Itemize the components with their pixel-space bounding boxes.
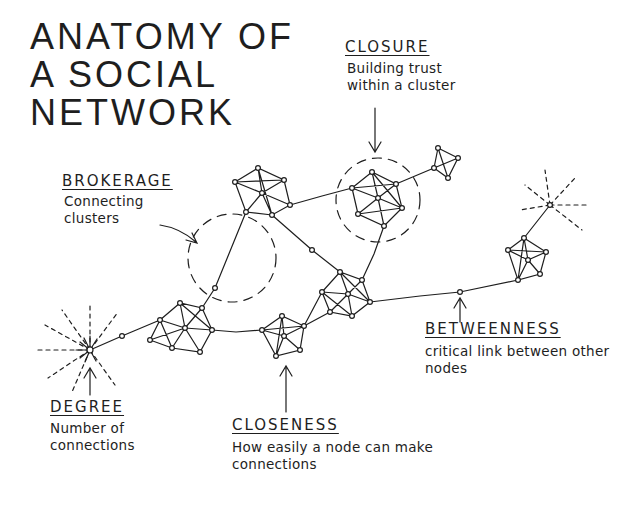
network-node xyxy=(183,326,188,331)
network-node xyxy=(233,180,238,185)
network-node xyxy=(432,166,437,171)
network-node xyxy=(120,334,125,339)
network-node xyxy=(302,324,307,329)
network-node xyxy=(356,212,361,217)
network-node xyxy=(274,354,279,359)
concept-description: Connecting clusters xyxy=(64,193,160,227)
network-node xyxy=(350,314,355,319)
network-node xyxy=(260,328,265,333)
network-node xyxy=(506,248,511,253)
network-node xyxy=(256,166,261,171)
network-node xyxy=(376,196,381,201)
cluster-links xyxy=(322,272,370,316)
cluster-links xyxy=(434,148,458,178)
network-node xyxy=(198,350,203,355)
concept-heading: CLOSENESS xyxy=(232,416,432,435)
network-node xyxy=(544,250,549,255)
concept-heading: BROKERAGE xyxy=(62,172,222,191)
network-node xyxy=(526,258,531,263)
network-node xyxy=(368,300,373,305)
leader-arrow xyxy=(369,108,381,152)
concept-description: critical link between other nodes xyxy=(425,343,620,377)
cluster-links xyxy=(262,316,304,356)
concept-description: How easily a node can make connections xyxy=(232,439,467,473)
network-node xyxy=(456,156,461,161)
cluster-links xyxy=(508,238,546,280)
network-node xyxy=(446,176,451,181)
network-node xyxy=(522,236,527,241)
network-node xyxy=(328,310,333,315)
network-node xyxy=(310,248,315,253)
network-node xyxy=(87,347,93,353)
star-rays xyxy=(520,170,590,230)
closure-ring xyxy=(336,158,420,242)
concept-heading: CLOSURE xyxy=(345,38,505,57)
network-node xyxy=(548,203,553,208)
brokerage-ring xyxy=(188,214,276,302)
network-node xyxy=(394,182,399,187)
network-node xyxy=(158,318,163,323)
concept-description: Number of connections xyxy=(50,420,150,454)
network-node xyxy=(350,186,355,191)
network-node xyxy=(288,203,293,208)
cluster-links xyxy=(352,172,402,226)
network-node xyxy=(538,272,543,277)
network-node xyxy=(282,178,287,183)
network-node xyxy=(516,278,521,283)
degree-rays xyxy=(35,305,118,392)
network-node xyxy=(360,278,365,283)
network-node xyxy=(244,210,249,215)
concept-heading: BETWEENNESS xyxy=(425,320,620,339)
network-node xyxy=(148,338,153,343)
network-node xyxy=(178,301,183,306)
leader-arrow xyxy=(160,225,197,243)
network-node xyxy=(320,290,325,295)
network-node xyxy=(346,292,351,297)
diagram-title: ANATOMY OF A SOCIAL NETWORK xyxy=(30,18,302,131)
network-node xyxy=(382,224,387,229)
network-node xyxy=(200,306,205,311)
network-node xyxy=(213,286,218,291)
leader-arrow xyxy=(280,366,292,412)
concept-heading: DEGREE xyxy=(50,398,190,417)
network-node xyxy=(280,314,285,319)
network-node xyxy=(210,328,215,333)
network-node xyxy=(270,213,275,218)
network-node xyxy=(458,290,463,295)
leader-arrow xyxy=(84,368,96,395)
network-node xyxy=(260,191,265,196)
cluster-links xyxy=(150,303,212,352)
network-node xyxy=(338,270,343,275)
cluster-links xyxy=(235,168,290,215)
network-node xyxy=(370,170,375,175)
network-node xyxy=(170,346,175,351)
network-node xyxy=(400,206,405,211)
network-node xyxy=(436,146,441,151)
network-node xyxy=(282,334,287,339)
concept-description: Building trust within a cluster xyxy=(347,60,475,94)
network-node xyxy=(298,348,303,353)
degree-rays-solid xyxy=(76,336,97,362)
leader-arrow xyxy=(454,298,466,322)
